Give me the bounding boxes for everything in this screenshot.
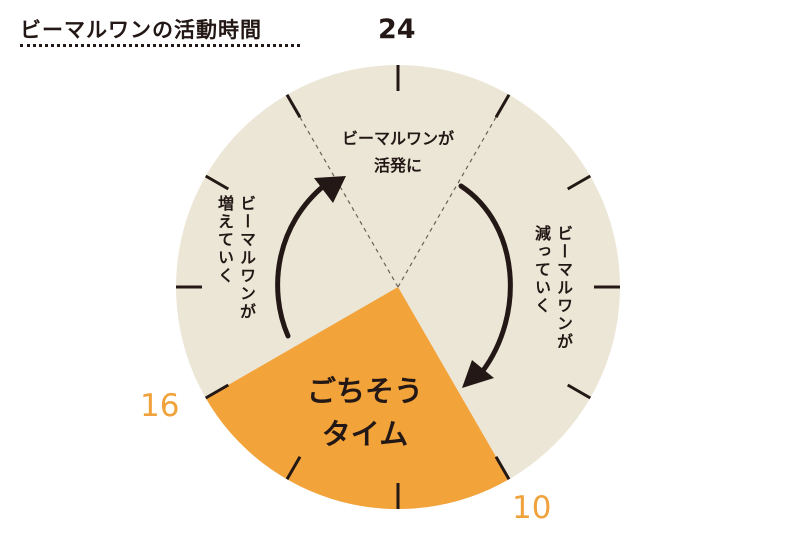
increasing-line2: 増えていく: [215, 195, 234, 285]
title-dotted-underline: [20, 44, 300, 47]
active-region-line1: ビーマルワンが: [341, 129, 454, 148]
gochisou-time-label: ごちそう タイム: [290, 370, 440, 456]
divider-22h: [286, 94, 399, 288]
decrease-arrow: [458, 183, 513, 375]
gochisou-line2: タイム: [321, 417, 409, 451]
hour-label-10: 10: [512, 490, 552, 526]
increasing-line1: ビーマルワンが: [237, 195, 256, 321]
decreasing-line2: 減っていく: [532, 225, 551, 315]
increasing-region-label: ビーマルワンが 増えていく: [213, 195, 257, 321]
decrease-arrow-head-icon: [462, 360, 494, 388]
decreasing-line1: ビーマルワンが: [554, 225, 573, 351]
hour-label-24: 24: [378, 14, 416, 45]
gochisou-line1: ごちそう: [306, 374, 423, 408]
active-region-label: ビーマルワンが 活発に: [318, 125, 478, 179]
hour-ticks: [176, 65, 620, 509]
hour-label-16: 16: [140, 388, 180, 424]
diagram-title: ビーマルワンの活動時間: [20, 18, 262, 42]
decreasing-region-label: ビーマルワンが 減っていく: [530, 225, 574, 351]
increase-arrow: [275, 181, 329, 339]
gochisou-time-sector: [205, 287, 509, 510]
active-region-line2: 活発に: [373, 156, 422, 175]
divider-2h: [397, 94, 510, 288]
increase-arrow-head-icon: [314, 176, 346, 203]
